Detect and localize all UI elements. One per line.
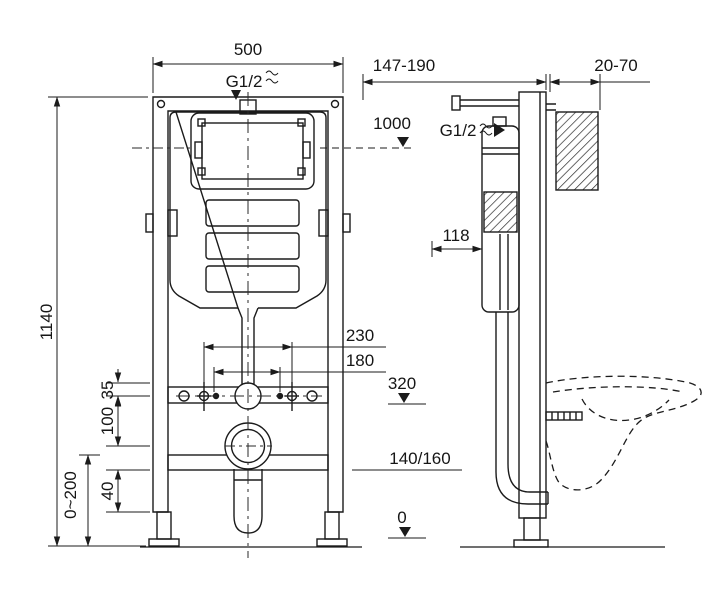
dimension-labels: 500 G1/2 1140 1000 230 180 35 100 40 0~2… — [37, 40, 638, 527]
rail-bracket-right — [318, 209, 329, 237]
cistern-outline — [169, 111, 327, 309]
side-view — [451, 91, 702, 548]
dim-140-160-label: 140/160 — [389, 449, 450, 468]
dim-500-label: 500 — [234, 40, 262, 59]
flush-pipe-side — [495, 312, 509, 430]
side-rail — [518, 91, 547, 519]
cistern-inlet-lines — [482, 147, 519, 155]
dim-40-ext — [106, 469, 150, 513]
dim-147-190-label: 147-190 — [373, 56, 435, 75]
wall-bracket — [546, 103, 556, 111]
dim-20-70-label: 20-70 — [594, 56, 637, 75]
dim-1140-label: 1140 — [37, 304, 56, 341]
dim-35-ext — [106, 382, 150, 397]
centerlines — [132, 92, 322, 558]
dim-0-200-label: 0~200 — [61, 471, 80, 519]
anchor-rod — [451, 95, 519, 111]
plate-clip-bl — [197, 167, 206, 176]
plate-clip-br — [297, 167, 306, 176]
flush-valve-block — [483, 191, 518, 233]
dim-40-label: 40 — [98, 482, 117, 501]
foot-side — [513, 517, 549, 548]
flush-plate-outer — [190, 112, 315, 190]
dim-0-arrow — [399, 527, 411, 537]
inlet-arrow-side — [494, 123, 505, 137]
valve-tube — [499, 234, 509, 310]
inlet-front-label: G1/2 — [226, 72, 263, 91]
plate-clip-tr — [297, 118, 306, 127]
plate-clip-tl — [197, 118, 206, 127]
water-waves-front-icon — [265, 70, 279, 84]
slot-1 — [205, 199, 300, 227]
dim-100-label: 100 — [98, 407, 117, 435]
frame-screw-left-icon — [156, 99, 166, 109]
cistern-cap — [492, 116, 507, 127]
frame-screw-right-icon — [330, 99, 340, 109]
inlet-arrow-front — [231, 90, 241, 100]
dim-320-label: 320 — [388, 374, 416, 393]
dim-230-label: 230 — [346, 326, 374, 345]
foot-left — [148, 511, 180, 547]
toilet-bowl-outline — [545, 375, 702, 491]
dimension-lines — [48, 57, 650, 547]
dim-320-arrow — [398, 393, 410, 403]
slot-2 — [205, 232, 300, 260]
flush-plate-inner — [201, 122, 304, 180]
inlet-side-label: G1/2 — [440, 121, 477, 140]
slot-3 — [205, 265, 300, 293]
dim-118-label: 118 — [442, 226, 469, 245]
rail-bracket-left — [167, 209, 178, 237]
flush-pipe — [237, 307, 259, 387]
dim-20-70-ext — [549, 74, 601, 110]
dim-0-label: 0 — [397, 508, 406, 527]
plate-tab-left — [194, 141, 203, 159]
plate-tab-right — [302, 141, 311, 159]
dim-1140-ext — [48, 96, 148, 547]
rail-tab-right — [342, 213, 351, 233]
drain-elbow — [495, 430, 549, 505]
dim-180-label: 180 — [346, 351, 374, 370]
rail-tab-left — [145, 213, 154, 233]
dim-1000-arrow — [397, 137, 409, 147]
front-view — [140, 96, 362, 548]
fixing-stud — [545, 411, 583, 421]
water-waves-side-icon — [479, 123, 493, 136]
wall-section — [555, 111, 599, 191]
dim-1000-label: 1000 — [373, 114, 411, 133]
foot-right — [316, 511, 348, 547]
dim-35-label: 35 — [98, 381, 117, 400]
